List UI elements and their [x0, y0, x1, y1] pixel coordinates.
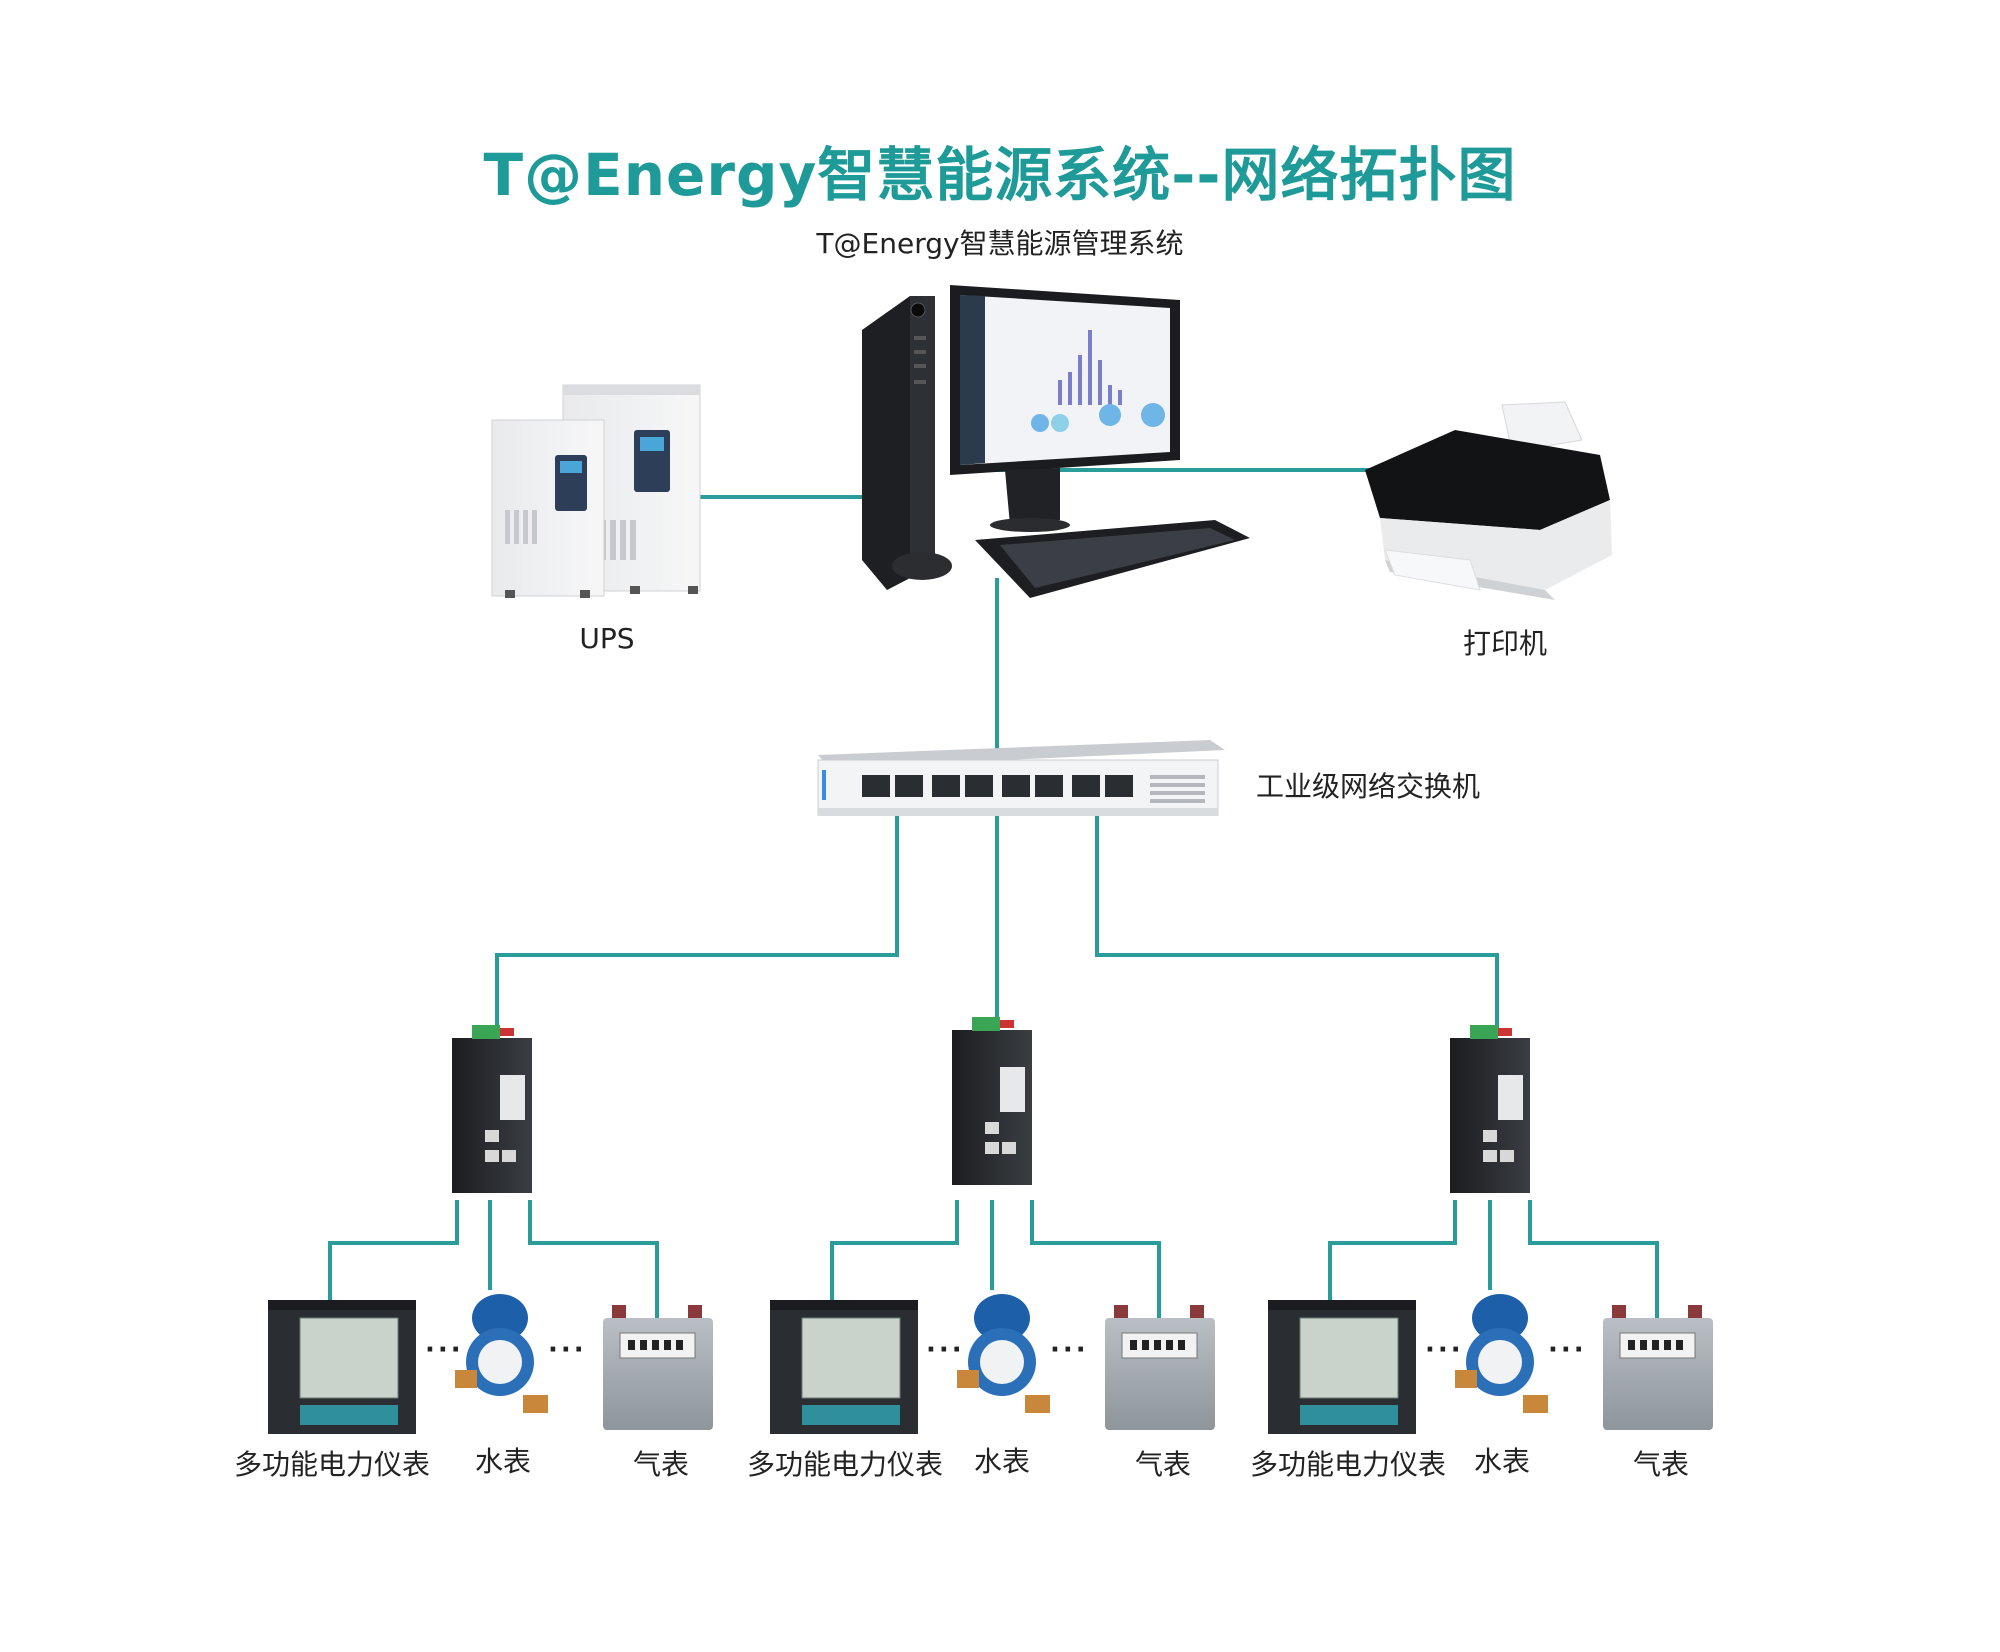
management-system-label: T@Energy智慧能源管理系统 — [816, 227, 1184, 260]
water-meter-label: 水表 — [1473, 1445, 1531, 1478]
gateway-icon — [452, 1025, 532, 1193]
line-gw3-power — [1328, 1200, 1457, 1300]
gas-meter-label: 气表 — [1134, 1448, 1192, 1481]
line-gw3-gas — [1528, 1200, 1659, 1318]
gas-meter-icon — [603, 1305, 713, 1430]
line-gw1-gas — [528, 1200, 659, 1318]
power-meter-label: 多功能电力仪表 — [1249, 1448, 1447, 1481]
ellipsis-dots: ··· — [1050, 1335, 1089, 1365]
water-meter-icon — [957, 1294, 1050, 1413]
ellipsis-dots: ··· — [1425, 1335, 1464, 1365]
gas-meter-label: 气表 — [632, 1448, 690, 1481]
power-meter-label: 多功能电力仪表 — [746, 1448, 944, 1481]
gateway-icon — [1450, 1025, 1530, 1193]
ellipsis-dots: ··· — [1548, 1335, 1587, 1365]
water-meter-label: 水表 — [973, 1445, 1031, 1478]
switch-label: 工业级网络交换机 — [1255, 770, 1481, 803]
gas-meter-label: 气表 — [1632, 1448, 1690, 1481]
power-meter-icon — [268, 1300, 416, 1434]
desktop-computer-icon — [862, 285, 1250, 598]
printer-icon — [1365, 401, 1612, 600]
gas-meter-icon — [1105, 1305, 1215, 1430]
printer-label: 打印机 — [1462, 627, 1548, 660]
gas-meter-icon — [1603, 1305, 1713, 1430]
network-switch-icon — [817, 740, 1225, 816]
ellipsis-dots: ··· — [425, 1335, 464, 1365]
line-switch-gw1 — [495, 815, 899, 1030]
water-meter-label: 水表 — [474, 1445, 532, 1478]
line-gw1-power — [328, 1200, 459, 1300]
gateway-icon — [952, 1017, 1032, 1185]
water-meter-icon — [1455, 1294, 1548, 1413]
line-gw2-power — [830, 1200, 959, 1300]
ups-icon — [491, 384, 701, 598]
line-gw2-gas — [1030, 1200, 1161, 1318]
diagram-title: T@Energy智慧能源系统--网络拓扑图 — [483, 141, 1517, 209]
ellipsis-dots: ··· — [548, 1335, 587, 1365]
ellipsis-dots: ··· — [926, 1335, 965, 1365]
power-meter-icon — [770, 1300, 918, 1434]
connection-lines — [328, 468, 1659, 1318]
ups-label: UPS — [579, 622, 635, 655]
line-switch-gw3 — [1095, 815, 1499, 1030]
water-meter-icon — [455, 1294, 548, 1413]
power-meter-icon — [1268, 1300, 1416, 1434]
power-meter-label: 多功能电力仪表 — [233, 1448, 431, 1481]
